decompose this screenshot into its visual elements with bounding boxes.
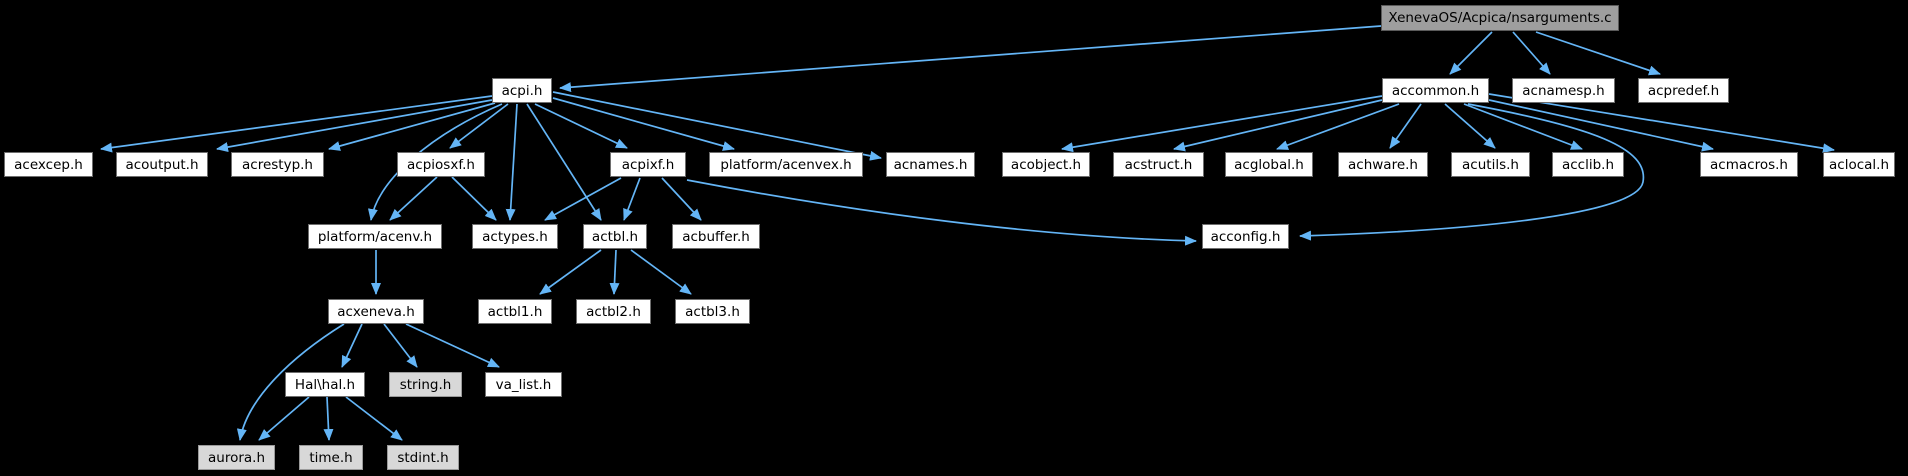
edge-acxeneva-aurora	[236, 323, 345, 441]
edge-accommon-acstruct	[1173, 99, 1383, 152]
node-acutils[interactable]: acutils.h	[1451, 152, 1530, 177]
edge-root-accommon	[1449, 31, 1493, 75]
edge-acpi-acpixf	[534, 103, 628, 149]
node-acpixf[interactable]: acpixf.h	[610, 152, 686, 177]
edge-accommon-aclocal	[1488, 93, 1835, 154]
node-valist[interactable]: va_list.h	[485, 372, 562, 397]
node-acexcep[interactable]: acexcep.h	[4, 152, 93, 177]
edge-acxeneva-string	[383, 323, 418, 368]
edge-acpi-acenvex	[552, 97, 735, 151]
node-acoutput[interactable]: acoutput.h	[116, 152, 208, 177]
edge-acxeneva-valist	[405, 323, 500, 368]
node-actbl2[interactable]: actbl2.h	[576, 299, 651, 324]
node-time: time.h	[299, 445, 363, 470]
edge-accommon-acconfig	[1299, 103, 1645, 241]
node-acclib[interactable]: acclib.h	[1552, 152, 1624, 177]
node-acobject[interactable]: acobject.h	[1002, 152, 1090, 177]
node-actbl1[interactable]: actbl1.h	[478, 299, 552, 324]
node-aclocal[interactable]: aclocal.h	[1823, 152, 1895, 177]
edge-accommon-acobject	[1061, 95, 1383, 153]
edge-acpixf-acconfig	[686, 179, 1197, 246]
node-stdint: stdint.h	[387, 445, 459, 470]
node-acenvex[interactable]: platform/acenvex.h	[709, 152, 863, 177]
node-acrestyp[interactable]: acrestyp.h	[231, 152, 324, 177]
node-acxeneva[interactable]: acxeneva.h	[328, 299, 424, 324]
node-actbl[interactable]: actbl.h	[583, 224, 647, 249]
node-acpi[interactable]: acpi.h	[492, 78, 552, 103]
node-string: string.h	[389, 372, 462, 397]
node-aurora: aurora.h	[198, 445, 275, 470]
edge-accommon-achware	[1389, 103, 1422, 149]
node-acpredef[interactable]: acpredef.h	[1638, 78, 1729, 103]
edge-halhal-aurora	[258, 396, 310, 441]
node-acstruct[interactable]: acstruct.h	[1113, 152, 1204, 177]
edge-acpi-acnames	[552, 91, 882, 161]
node-actypes[interactable]: actypes.h	[472, 224, 558, 249]
edge-halhal-time	[323, 396, 334, 441]
edge-acpiosxf-acenv	[389, 176, 438, 221]
edge-acpixf-acbuffer	[661, 177, 702, 221]
node-acmacros[interactable]: acmacros.h	[1700, 152, 1798, 177]
edge-acpiosxf-actypes	[451, 176, 497, 221]
node-achware[interactable]: achware.h	[1338, 152, 1428, 177]
edge-accommon-acutils	[1444, 103, 1496, 149]
edge-actbl-actbl1	[539, 249, 602, 295]
edge-accommon-acglobal	[1276, 103, 1400, 150]
edge-acxeneva-halhal	[341, 323, 363, 368]
node-acglobal[interactable]: acglobal.h	[1225, 152, 1313, 177]
node-acnames[interactable]: acnames.h	[886, 152, 975, 177]
edge-acpi-actbl	[526, 103, 602, 221]
edge-actbl-actbl2	[609, 249, 620, 295]
edge-acpi-acexcep	[100, 95, 493, 153]
edge-actbl-actbl3	[630, 249, 692, 295]
edge-acpi-actypes	[505, 103, 518, 221]
node-acpiosxf[interactable]: acpiosxf.h	[397, 152, 485, 177]
node-accommon[interactable]: accommon.h	[1382, 78, 1489, 103]
edge-acpi-acpiosxf	[449, 103, 509, 149]
edge-root-acpi	[559, 25, 1382, 93]
node-acnamesp[interactable]: acnamesp.h	[1512, 78, 1615, 103]
edge-acpixf-actypes	[544, 177, 622, 221]
node-acenv[interactable]: platform/acenv.h	[308, 224, 442, 249]
edge-acpi-acoutput	[216, 99, 493, 152]
edge-accommon-acclib	[1463, 103, 1583, 150]
edge-accommon-acmacros	[1488, 99, 1714, 152]
node-root: XenevaOS/Acpica/nsarguments.c	[1381, 5, 1619, 31]
node-actbl3[interactable]: actbl3.h	[675, 299, 750, 324]
edge-root-acnamesp	[1512, 31, 1551, 75]
node-acbuffer[interactable]: acbuffer.h	[672, 224, 760, 249]
node-acconfig[interactable]: acconfig.h	[1202, 224, 1289, 249]
edge-acpixf-actbl	[623, 177, 641, 221]
edge-halhal-stdint	[345, 396, 403, 441]
node-halhal[interactable]: Hal\hal.h	[285, 372, 365, 397]
edge-root-acpredef	[1535, 31, 1661, 76]
edge-acpi-acrestyp	[328, 102, 496, 151]
